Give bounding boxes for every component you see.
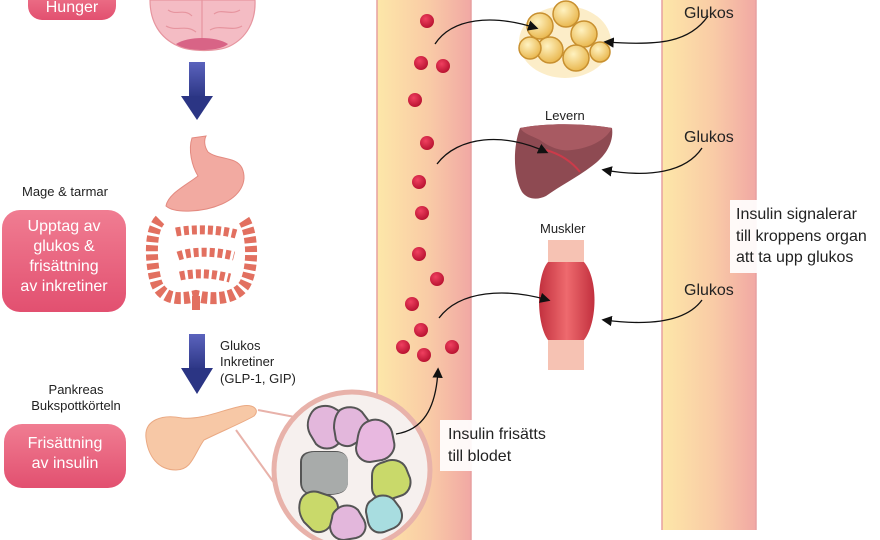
insulin-release-callout: Insulin frisätts till blodet xyxy=(440,420,554,472)
hunger-pill: Hunger xyxy=(28,0,116,20)
liver-label: Levern xyxy=(545,108,585,123)
incretin-label: Glukos Inkretiner (GLP-1, GIP) xyxy=(220,338,296,387)
glucose-label-muscle: Glukos xyxy=(684,282,734,299)
islet-cells-icon xyxy=(271,389,433,540)
glucose-label-fat: Glukos xyxy=(684,5,734,22)
fat-cells-icon xyxy=(518,0,611,78)
stomach-intestine-label: Mage & tarmar xyxy=(22,184,108,199)
down-arrow-icon xyxy=(181,334,213,394)
callout-line: att ta upp glukos xyxy=(736,249,854,267)
pancreas-icon xyxy=(145,405,257,471)
insulin-signal-callout: Insulin signalerar till kroppens organ a… xyxy=(730,200,873,273)
label-line: (GLP-1, GIP) xyxy=(220,370,296,386)
hunger-label: Hunger xyxy=(45,0,99,16)
pill-line: av inkretiner xyxy=(20,278,108,295)
down-arrow-icon xyxy=(181,62,213,120)
pill-line: frisättning xyxy=(29,258,99,275)
liver-icon xyxy=(514,124,613,199)
callout-line: Insulin frisätts xyxy=(448,426,546,443)
glucose-uptake-arrows xyxy=(395,19,551,435)
pill-line: Frisättning xyxy=(27,435,103,452)
muscle-label: Muskler xyxy=(540,221,586,236)
insulin-release-pill: Frisättning av insulin xyxy=(4,424,126,488)
glucose-label-liver: Glukos xyxy=(684,129,734,146)
label-line: Glukos xyxy=(220,338,261,353)
label-line: Pankreas xyxy=(48,382,104,397)
blood-cells xyxy=(396,14,459,362)
muscle-icon xyxy=(539,240,595,370)
callout-line: Insulin signalerar xyxy=(736,206,857,223)
pill-line: av insulin xyxy=(31,455,99,472)
pill-line: glukos & xyxy=(33,238,95,255)
pancreas-label: Pankreas Bukspottkörteln xyxy=(16,382,136,415)
glucose-uptake-pill: Upptag av glukos & frisättning av inkret… xyxy=(2,210,126,312)
glucose-signal-arrows xyxy=(601,15,709,327)
pill-line: Upptag av xyxy=(27,218,101,235)
callout-line: till blodet xyxy=(448,447,512,465)
stomach-intestine-icon xyxy=(145,135,258,310)
label-line: Inkretiner xyxy=(220,354,275,370)
callout-line: till kroppens organ xyxy=(736,227,867,245)
label-line: Bukspottkörteln xyxy=(31,398,121,414)
brain-icon xyxy=(149,0,256,52)
